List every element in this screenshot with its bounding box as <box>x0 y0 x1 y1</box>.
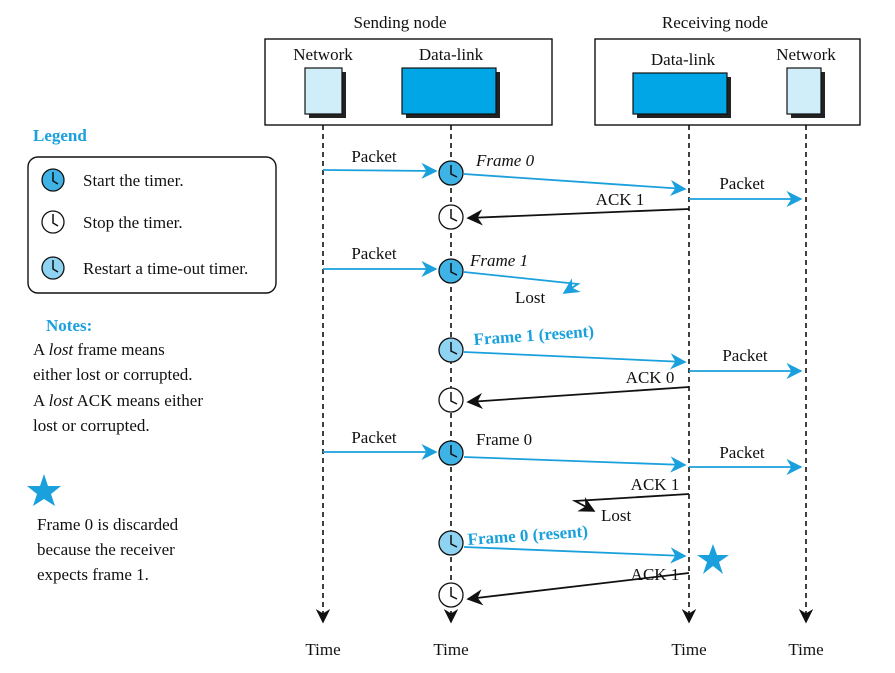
timer-start-icon <box>438 258 464 284</box>
packet-label-5: Packet <box>351 428 397 447</box>
frame1-label: Frame 1 <box>469 251 528 270</box>
packet-label-4: Packet <box>722 346 768 365</box>
frame1-resent-label: Frame 1 (resent) <box>473 322 595 349</box>
legend-stop-icon <box>41 210 65 234</box>
ack1-arrow-1 <box>466 208 690 226</box>
sending-node-title: Sending node <box>353 13 446 32</box>
frame1-lost-arrow <box>463 271 581 294</box>
frame0-resent-label: Frame 0 (resent) <box>467 522 589 549</box>
star-note-line-2: because the receiver <box>37 540 175 559</box>
receiver-datalink-label: Data-link <box>651 50 716 69</box>
ack0-label: ACK 0 <box>626 368 675 387</box>
frame0-resent-arrow <box>463 546 687 564</box>
ack1-lost-arrow <box>571 493 690 512</box>
sender-network-label: Network <box>293 45 353 64</box>
legend-title: Legend <box>33 126 87 145</box>
lost-label-2: Lost <box>601 506 632 525</box>
timer-start-icon <box>438 440 464 466</box>
ack1-arrow-3 <box>466 572 690 606</box>
packet-label-6: Packet <box>719 443 765 462</box>
receiving-node-title: Receiving node <box>662 13 768 32</box>
star-note-line-1: Frame 0 is discarded <box>37 515 179 534</box>
frame1-resent-arrow <box>463 351 687 370</box>
timer-stop-icon <box>438 387 464 413</box>
time-label-2: Time <box>433 640 468 659</box>
time-label-1: Time <box>305 640 340 659</box>
time-label-3: Time <box>671 640 706 659</box>
lost-label-1: Lost <box>515 288 546 307</box>
legend-restart-text: Restart a time-out timer. <box>83 259 248 278</box>
packet-label-2: Packet <box>719 174 765 193</box>
notes-line-2: either lost or corrupted. <box>33 365 193 384</box>
frame0-label-2: Frame 0 <box>476 430 532 449</box>
receiver-datalink-box <box>632 72 728 115</box>
notes-line-3: A lost ACK means either <box>33 391 203 410</box>
notes-title: Notes: <box>46 316 92 335</box>
ack1-label-1: ACK 1 <box>596 190 645 209</box>
legend-restart-icon <box>41 256 65 280</box>
timer-start-icon <box>438 160 464 186</box>
frame0-arrow-2 <box>463 456 687 473</box>
sender-datalink-box <box>401 67 497 115</box>
ack1-label-2: ACK 1 <box>631 475 680 494</box>
legend-stop-text: Stop the timer. <box>83 213 183 232</box>
legend-box <box>27 156 277 294</box>
timer-restart-icon <box>438 337 464 363</box>
packet-arrow-1 <box>322 162 438 179</box>
frame0-label-1: Frame 0 <box>475 151 535 170</box>
legend-start-text: Start the timer. <box>83 171 184 190</box>
sender-network-icon <box>304 67 343 115</box>
notes-line-1: A lost frame means <box>33 340 165 359</box>
packet-label-1: Packet <box>351 147 397 166</box>
ack0-arrow <box>466 386 690 410</box>
timer-restart-icon <box>438 530 464 556</box>
legend-start-icon <box>41 168 65 192</box>
timer-stop-icon <box>438 204 464 230</box>
receiver-network-label: Network <box>776 45 836 64</box>
discard-star-icon <box>697 544 729 574</box>
star-note-line-3: expects frame 1. <box>37 565 149 584</box>
notes-line-4: lost or corrupted. <box>33 416 150 435</box>
timer-stop-icon <box>438 582 464 608</box>
star-icon <box>27 474 61 506</box>
time-label-4: Time <box>788 640 823 659</box>
frame0-arrow-1 <box>463 173 687 197</box>
sender-datalink-label: Data-link <box>419 45 484 64</box>
packet-label-3: Packet <box>351 244 397 263</box>
receiver-network-icon <box>786 67 822 115</box>
